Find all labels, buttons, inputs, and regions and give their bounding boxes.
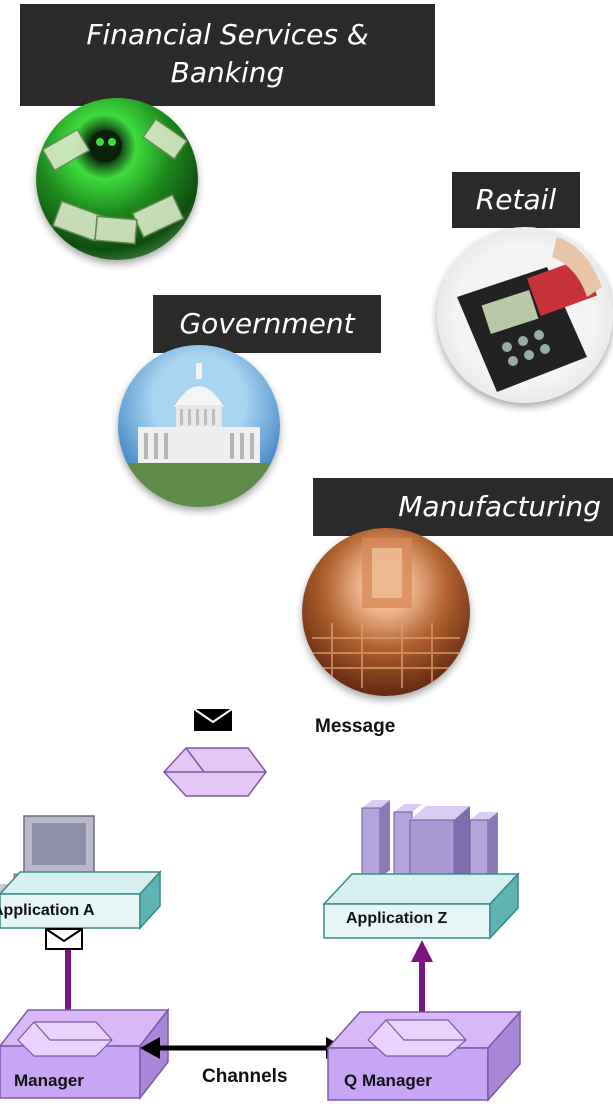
government-label: Government [153, 295, 381, 353]
application-a-label: Application A [0, 902, 95, 919]
queue-manager-left [0, 1007, 170, 1101]
channels-label: Channels [202, 1066, 288, 1087]
message-label: Message [315, 716, 396, 737]
message-envelope-icon [193, 708, 233, 731]
queue-manager-right-label: Q Manager [344, 1071, 432, 1090]
application-z-platform [322, 872, 520, 940]
application-a-platform [0, 870, 162, 930]
queue-manager-left-label: Manager [14, 1071, 84, 1090]
financial-services-label: Financial Services & Banking [20, 4, 435, 106]
machinery-icon [312, 538, 460, 688]
financial-services-line1: Financial Services & [86, 18, 369, 51]
manufacturing-image [302, 528, 470, 696]
queue-manager-right [326, 1010, 522, 1102]
manufacturing-label: Manufacturing [313, 478, 613, 536]
payment-terminal-icon [457, 237, 602, 392]
money-icon [41, 118, 188, 245]
small-envelope-icon [45, 928, 83, 950]
financial-services-line2: Banking [170, 56, 285, 89]
financial-services-image [36, 98, 198, 260]
retail-image [437, 227, 613, 403]
message-queue-icon [162, 747, 267, 797]
government-image [118, 345, 280, 507]
application-z-label: Application Z [346, 910, 448, 927]
retail-label: Retail [452, 172, 580, 228]
server-icon [361, 800, 498, 895]
